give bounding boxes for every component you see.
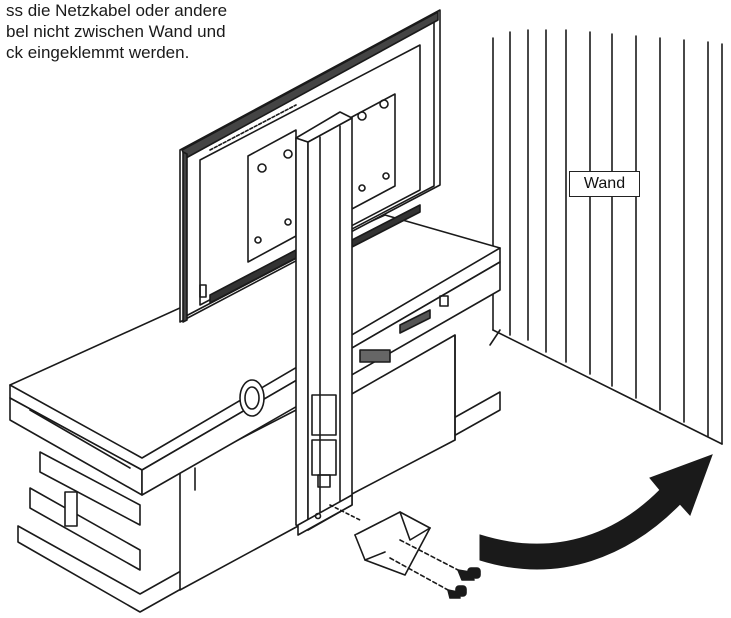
- wall-label: Wand: [569, 171, 640, 197]
- instruction-line-3: ck eingeklemmt werden.: [6, 43, 190, 62]
- instruction-line-2: bel nicht zwischen Wand und: [6, 22, 226, 41]
- dash-arrow-2: [389, 557, 449, 591]
- screw-1: [457, 567, 481, 581]
- instruction-line-1: ss die Netzkabel oder andere: [6, 1, 228, 20]
- wall-bracket: [354, 511, 431, 576]
- instruction-note: ss die Netzkabel oder andere bel nicht z…: [0, 0, 330, 63]
- dash-arrow-3: [329, 504, 361, 521]
- dash-arrow-1: [399, 539, 459, 571]
- screw-2: [447, 585, 467, 599]
- rotate-arrow: [479, 454, 713, 570]
- wall: [492, 29, 723, 445]
- floor-line: [489, 329, 501, 346]
- mounting-column: [295, 111, 353, 536]
